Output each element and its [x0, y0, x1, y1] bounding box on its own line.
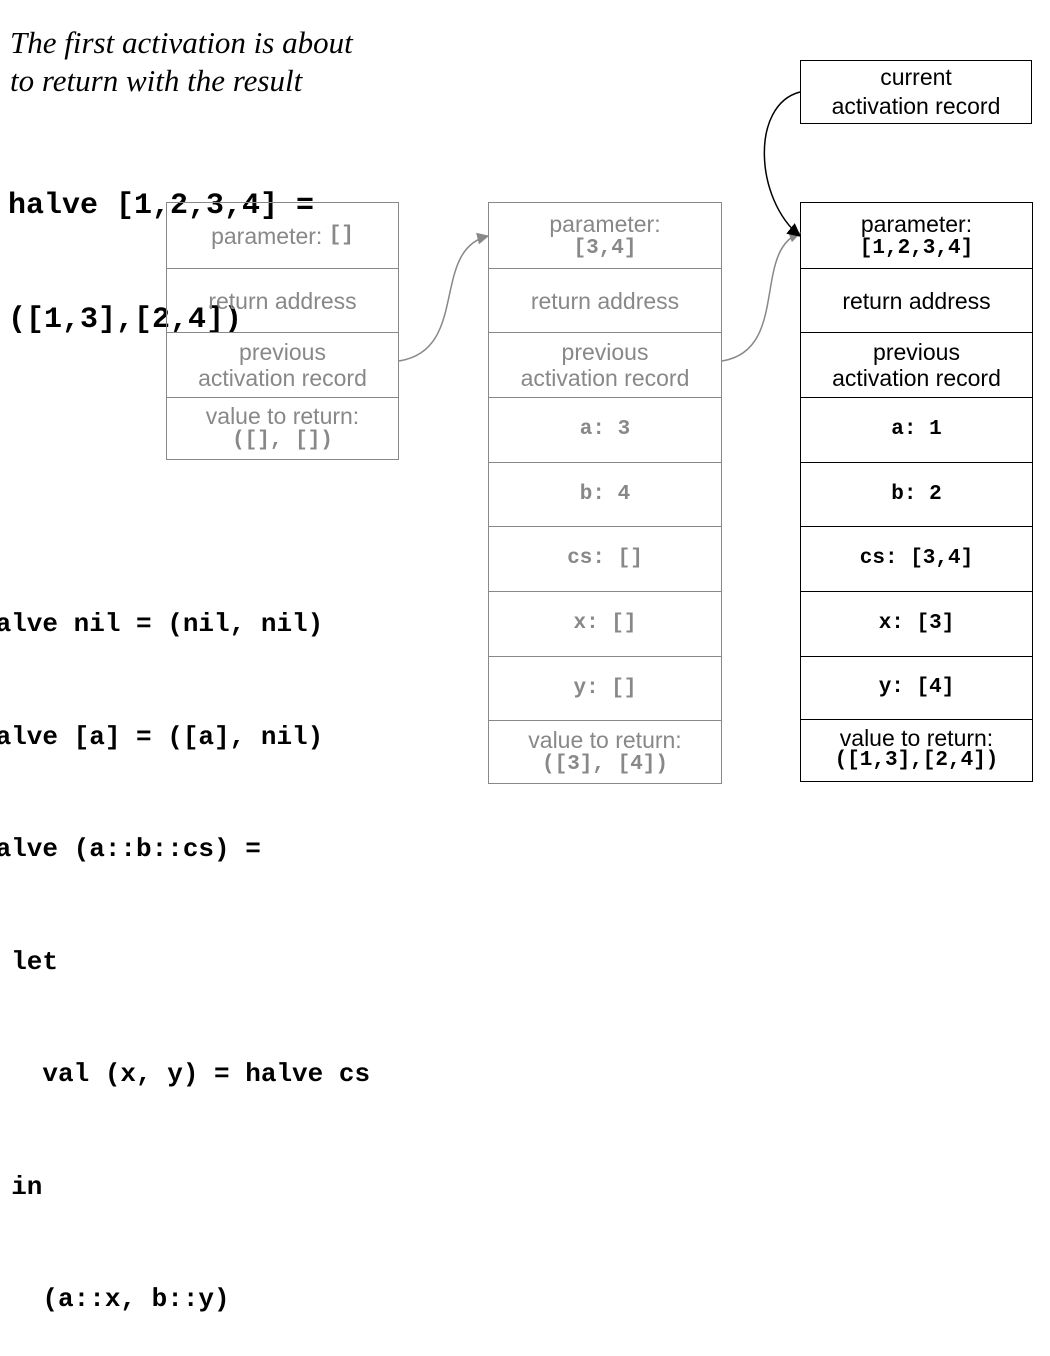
parameter-value: [] — [328, 223, 354, 247]
return-address-label: return address — [208, 287, 357, 314]
caption-code-line-2: ([1,3],[2,4]) — [8, 303, 243, 337]
pointer-arrows — [398, 91, 802, 362]
variable-x-cell: x: [3] — [801, 591, 1032, 656]
code-line: halve [a] = ([a], nil) — [0, 721, 324, 752]
previous-label-line-2: activation record — [198, 365, 367, 391]
value-to-return-cell: value to return: ([3], [4]) — [489, 720, 721, 782]
current-label-line-1: current — [880, 64, 952, 90]
parameter-cell: parameter: [3,4] — [489, 203, 721, 268]
activation-record-middle: parameter: [3,4] return address previous… — [488, 202, 722, 784]
variable-y: y: [4] — [878, 676, 955, 699]
return-address-cell: return address — [167, 268, 398, 332]
value-to-return-value: ([], []) — [232, 429, 333, 452]
previous-label-line-1: previous — [873, 339, 960, 365]
variable-cs: cs: [] — [567, 547, 643, 570]
value-to-return-cell: value to return: ([], []) — [167, 397, 398, 458]
variable-cs-cell: cs: [] — [489, 526, 721, 591]
previous-label-line-1: previous — [561, 339, 649, 365]
caption-result: halve [1,2,3,4] = ([1,3],[2,4]) — [8, 111, 314, 377]
parameter-label: parameter: — [211, 222, 323, 249]
previous-label-line-2: activation record — [832, 365, 1001, 391]
variable-a: a: 3 — [579, 418, 631, 441]
variable-y-cell: y: [4] — [801, 656, 1032, 719]
parameter-label: parameter: — [860, 210, 973, 237]
variable-x: x: [3] — [878, 612, 955, 635]
parameter-label: parameter: — [549, 210, 661, 237]
activation-record-innermost: parameter: [] return address previous ac… — [166, 202, 399, 460]
variable-b-cell: b: 4 — [489, 462, 721, 526]
value-to-return-label: value to return: — [839, 725, 994, 751]
activation-record-current: parameter: [1,2,3,4] return address prev… — [800, 202, 1033, 782]
parameter-value: [3,4] — [573, 236, 637, 260]
code-line: (a::x, b::y) — [0, 1284, 230, 1314]
code-line: halve nil = (nil, nil) — [0, 609, 324, 639]
previous-record-cell: previous activation record — [801, 332, 1032, 397]
variable-y: y: [] — [573, 676, 637, 700]
variable-b-cell: b: 2 — [801, 462, 1032, 526]
code-line: val (x, y) = halve cs — [0, 1059, 371, 1089]
value-to-return-label: value to return: — [528, 726, 682, 753]
value-to-return-label: value to return: — [205, 403, 360, 429]
variable-y-cell: y: [] — [489, 656, 721, 720]
caption-line-2: to return with the result — [10, 63, 303, 98]
return-address-label: return address — [530, 287, 680, 314]
current-label-line-2: activation record — [831, 93, 1001, 119]
parameter-cell: parameter: [] — [167, 203, 398, 268]
variable-x-cell: x: [] — [489, 591, 721, 656]
value-to-return-value: ([3], [4]) — [541, 752, 669, 776]
return-address-cell: return address — [489, 268, 721, 332]
caption-description: The first activation is about to return … — [10, 24, 353, 100]
variable-x: x: [] — [573, 612, 637, 635]
variable-a-cell: a: 3 — [489, 397, 721, 462]
variable-b: b: 4 — [579, 482, 631, 506]
current-activation-label: current activation record — [800, 60, 1032, 124]
return-address-cell: return address — [801, 268, 1032, 332]
value-to-return-value: ([1,3],[2,4]) — [834, 749, 999, 772]
previous-record-cell: previous activation record — [167, 332, 398, 397]
previous-label-line-1: previous — [239, 339, 326, 365]
variable-cs: cs: [3,4] — [859, 547, 974, 570]
parameter-cell: parameter: [1,2,3,4] — [801, 203, 1032, 268]
previous-record-cell: previous activation record — [489, 332, 721, 397]
caption-line-1: The first activation is about — [10, 25, 353, 60]
variable-a-cell: a: 1 — [801, 397, 1032, 462]
code-line: in — [11, 1171, 43, 1202]
variable-a: a: 1 — [891, 418, 942, 441]
caption-code-line-1: halve [1,2,3,4] = — [8, 189, 315, 223]
variable-cs-cell: cs: [3,4] — [801, 526, 1032, 591]
previous-label-line-2: activation record — [520, 365, 690, 391]
value-to-return-cell: value to return: ([1,3],[2,4]) — [801, 719, 1032, 780]
return-address-label: return address — [842, 287, 991, 314]
code-line: let — [11, 946, 59, 977]
code-line: halve (a::b::cs) = — [0, 834, 261, 864]
previous-record-arrow-middle — [721, 230, 802, 362]
variable-b: b: 2 — [891, 482, 942, 506]
parameter-value: [1,2,3,4] — [859, 236, 974, 260]
current-record-arrow — [763, 91, 802, 237]
previous-record-arrow-left — [398, 232, 490, 362]
